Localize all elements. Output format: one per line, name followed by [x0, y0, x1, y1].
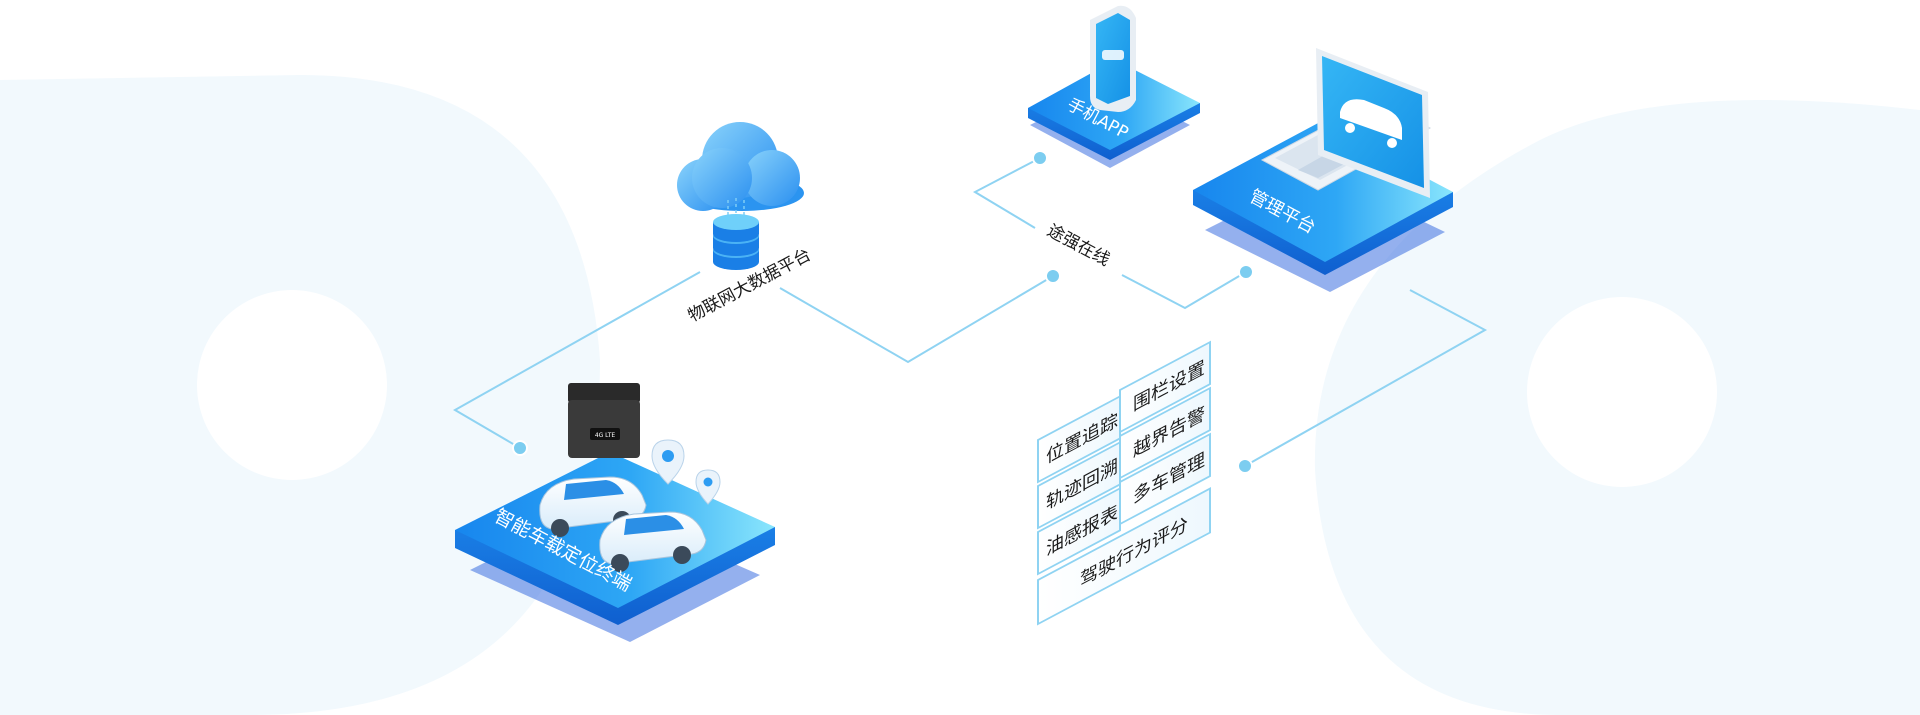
cloud-database-group: [677, 122, 804, 270]
management-platform: 管理平台: [1193, 48, 1453, 292]
database-icon: [713, 214, 759, 270]
connector-platform-terminal: [452, 271, 701, 449]
location-pin-icon: [695, 469, 721, 505]
terminal-platform: 4G LTE 智能车载定位终端: [455, 383, 775, 642]
connector-mgmt-link: [1121, 271, 1247, 310]
network-label: 途强在线: [1044, 221, 1113, 271]
laptop-icon: [1260, 48, 1432, 198]
feature-panel: 围栏设置 位置追踪 越界告警 轨迹回溯 多车管理 油感报表 驾驶行为评分: [1037, 340, 1211, 626]
connector-platform-network: [779, 275, 1054, 364]
car-icon: [599, 511, 707, 572]
device-badge: 4G LTE: [595, 432, 616, 439]
background-shapes: [0, 75, 1920, 715]
connector-lines: [452, 157, 1488, 467]
connector-mgmt-features: [1244, 289, 1488, 467]
phone-icon: [1090, 5, 1136, 112]
car-icon: [539, 476, 647, 537]
app-platform: 手机APP: [1028, 5, 1200, 168]
car-icon: [1340, 99, 1402, 148]
cloud-icon: [677, 122, 804, 211]
obd-device-icon: 4G LTE: [568, 383, 640, 458]
connector-app-link: [972, 157, 1041, 229]
location-pin-icon: [651, 439, 685, 485]
connector-dots: [512, 150, 1254, 474]
